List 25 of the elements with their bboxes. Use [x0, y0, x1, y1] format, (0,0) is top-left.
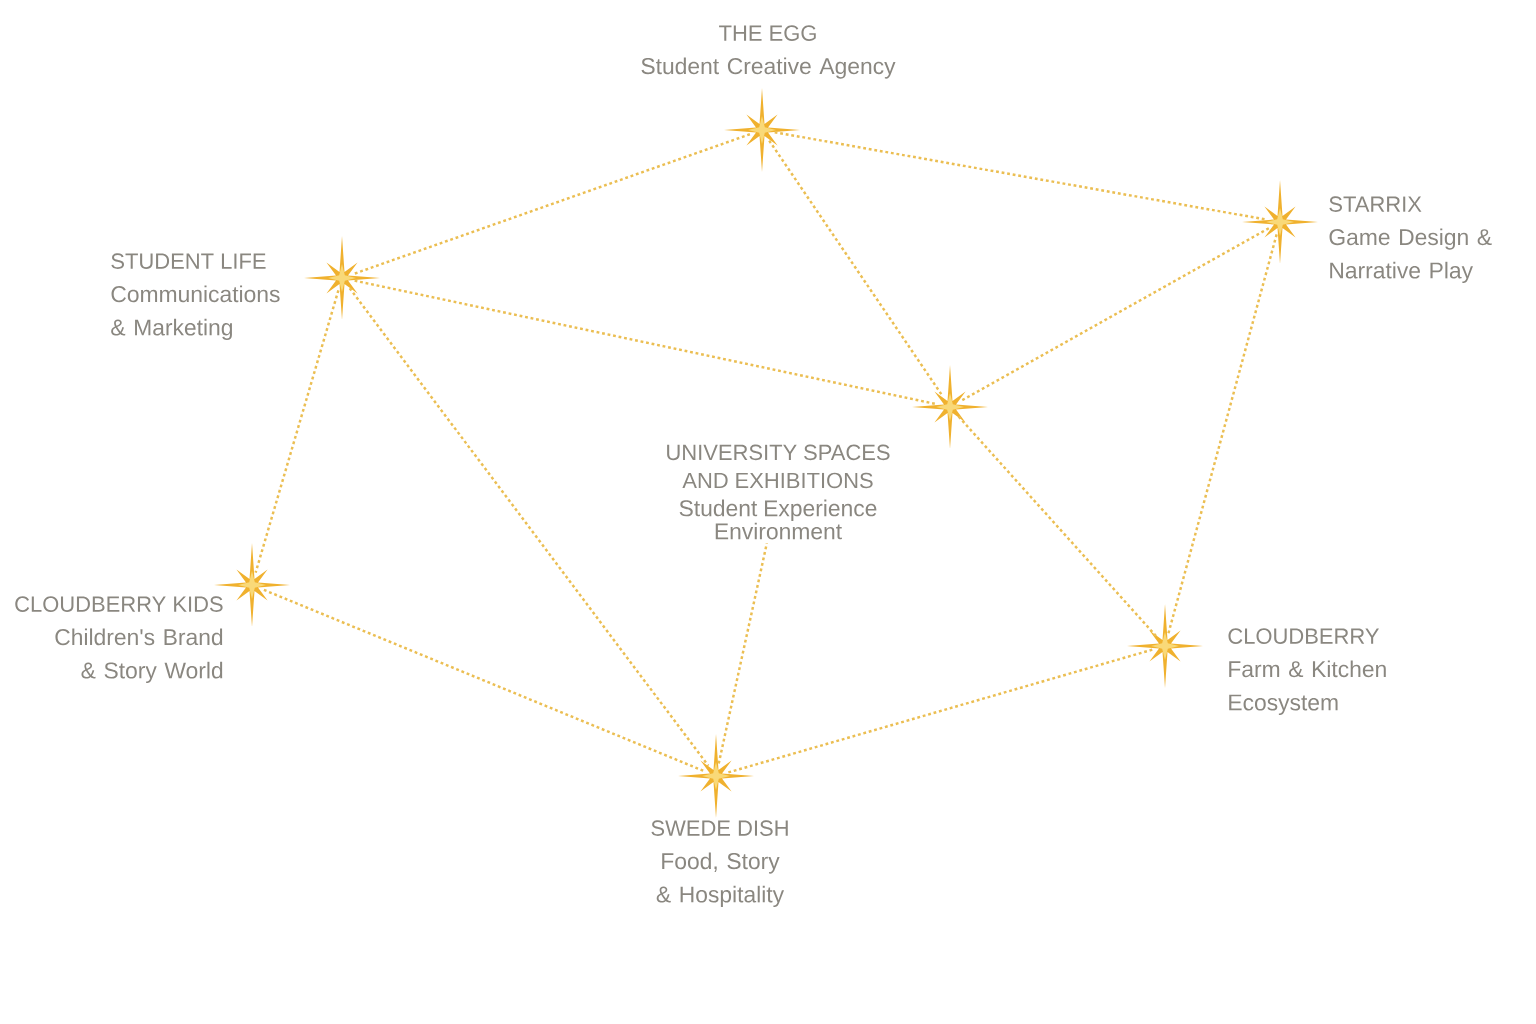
node-subtitle: Communications & Marketing [111, 285, 280, 341]
dotted-line [957, 415, 1158, 638]
dotted-line [353, 133, 751, 275]
dotted-line [348, 287, 710, 767]
node-subtitle: Food, Story & Hospitality [656, 852, 785, 908]
dotted-line [354, 279, 938, 406]
node-label: UNIVERSITY SPACES AND EXHIBITIONS Student Experience Environment [667, 444, 890, 540]
dotted-line [768, 139, 944, 398]
node-subtitle: Farm & Kitchen Ecosystem [1229, 660, 1386, 716]
node-title: CLOUDBERRY [1228, 628, 1379, 644]
dotted-line [717, 543, 769, 764]
node-subtitle: Student Creative Agency [641, 57, 896, 79]
dotted-line [960, 227, 1270, 402]
node-title: SWEDE DISH [651, 820, 788, 836]
dotted-line [254, 290, 340, 573]
node-title: STARRIX [1329, 196, 1422, 212]
node-title: STUDENT LIFE [111, 253, 266, 269]
node-title: THE EGG [719, 25, 816, 41]
dotted-line [728, 648, 1153, 774]
dotted-line [774, 131, 1268, 221]
node-subtitle: Game Design & Narrative Play [1329, 228, 1492, 284]
node-title: CLOUDBERRY KIDS [15, 596, 223, 612]
dotted-line [263, 588, 705, 773]
dotted-line [1167, 234, 1278, 634]
node-subtitle: Children's Brand & Story World [55, 628, 223, 684]
